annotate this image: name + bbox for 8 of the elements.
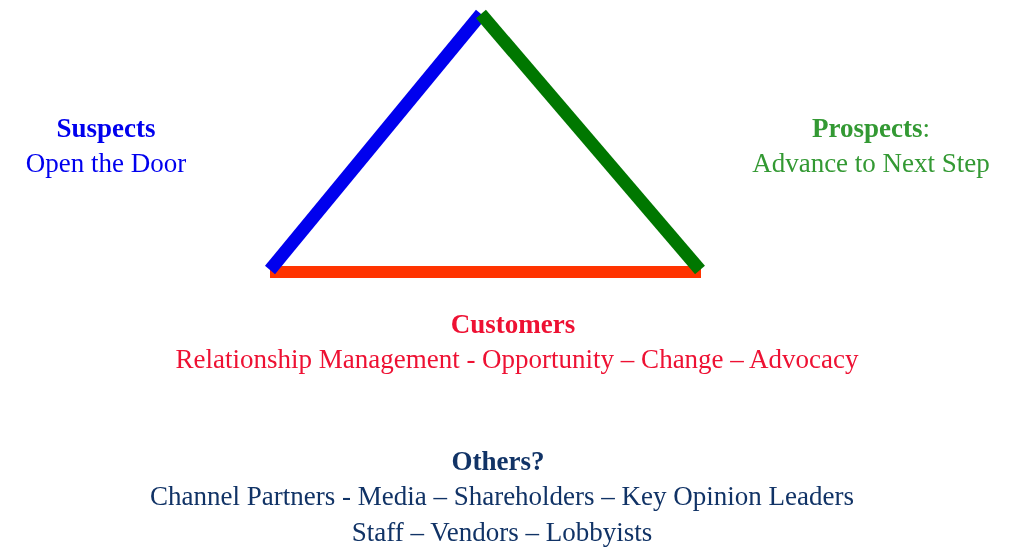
heading: Suspects xyxy=(56,112,156,145)
subheading: Open the Door xyxy=(25,147,187,180)
subheading: Advance to Next Step xyxy=(752,147,990,180)
description: Channel Partners - Media – Shareholders – Key Opinion Leaders Staff – Vendors – Lobbyists xyxy=(148,480,856,549)
heading: Customers xyxy=(450,308,576,341)
heading: Others? xyxy=(451,445,545,478)
subheading: Relationship Management - Opportunity – Change – Advocacy xyxy=(175,343,859,376)
heading: Prospects: xyxy=(812,112,930,145)
